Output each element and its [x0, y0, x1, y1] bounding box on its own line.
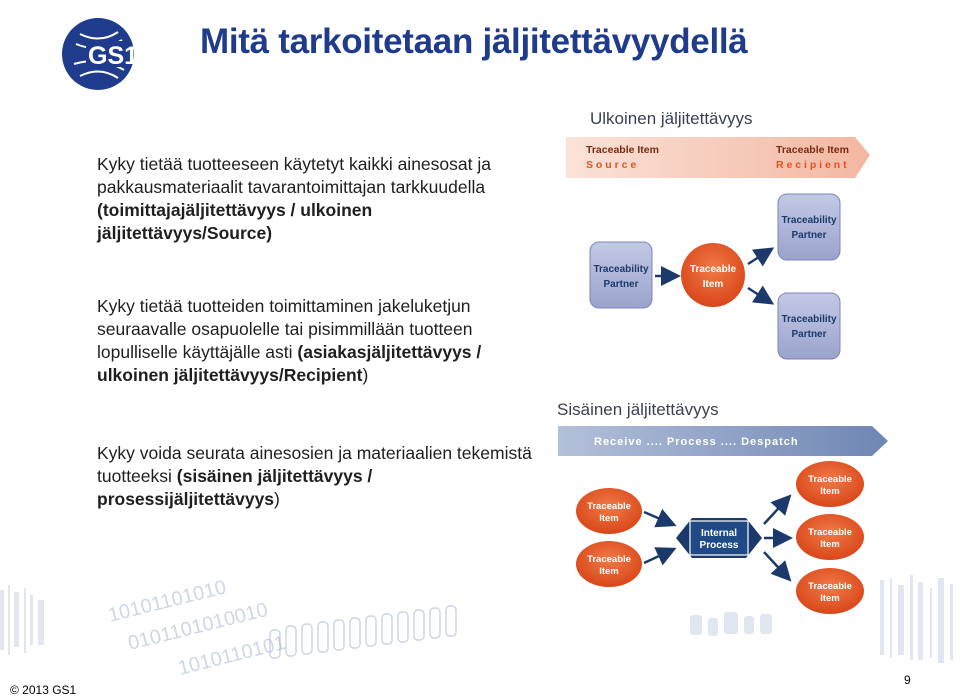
partner-box-right-bottom: Traceability Partner: [777, 292, 841, 360]
output-bottom-line1: Traceable: [808, 581, 852, 592]
item-circle-line2: Item: [703, 279, 724, 290]
gs1-logo: GS1: [62, 18, 138, 90]
partner-left-line2: Partner: [603, 279, 638, 290]
paragraph-source: Kyky tietää tuotteeseen käytetyt kaikki …: [97, 153, 537, 245]
paragraph-segment: ): [362, 365, 369, 385]
output-top-line1: Traceable: [808, 474, 852, 485]
paragraph-segment: Kyky tietää tuotteiden toimittaminen jak…: [97, 296, 473, 362]
input-top-line2: Item: [599, 513, 619, 524]
partner-box-left: Traceability Partner: [589, 241, 653, 309]
process-arrow-label: Receive .... Process .... Despatch: [594, 436, 799, 448]
paragraph-segment: Kyky voida seurata ainesosien ja materia…: [97, 443, 532, 486]
external-heading: Ulkoinen jäljitettävyys: [590, 109, 753, 128]
output-item-bottom: Traceable Item: [796, 568, 864, 614]
copyright-footer: © 2013 GS1: [10, 683, 77, 697]
partner-left-line1: Traceability: [593, 264, 648, 275]
paragraph-internal: Kyky voida seurata ainesosien ja materia…: [97, 442, 537, 511]
input-top-line1: Traceable: [587, 501, 631, 512]
traceability-diagrams: Ulkoinen jäljitettävyys Traceable Item S…: [557, 109, 888, 614]
output-item-middle: Traceable Item: [796, 514, 864, 560]
output-middle-line2: Item: [820, 539, 840, 550]
output-item-top: Traceable Item: [796, 461, 864, 507]
paragraph-segment: (asiakasjäljitettävyys / ulkoinen jäljit…: [97, 342, 482, 385]
paragraph-segment: (sisäinen jäljitettävyys / prosessijälji…: [97, 466, 373, 509]
paragraph-recipient: Kyky tietää tuotteiden toimittaminen jak…: [97, 295, 537, 387]
arrow-left-top-label: Traceable Item: [586, 144, 659, 156]
partner-right-bottom-line2: Partner: [791, 329, 826, 340]
arrow-recipient-label: R e c i p i e n t: [776, 159, 847, 171]
process-line2: Process: [700, 540, 739, 551]
output-bottom-line2: Item: [820, 593, 840, 604]
source-recipient-arrow: [566, 137, 870, 178]
slide-title: Mitä tarkoitetaan jäljitettävyydellä: [200, 22, 748, 61]
binary-barcode-background: 10101101010 0101101010010 1010110101: [0, 575, 953, 680]
internal-process-box: Internal Process: [676, 518, 762, 558]
traceable-item-circle: Traceable Item: [681, 243, 745, 307]
process-line1: Internal: [701, 528, 737, 539]
paragraph-segment: ): [274, 489, 280, 509]
paragraph-segment: (toimittajajäljitettävyys / ulkoinen jäl…: [97, 200, 373, 243]
internal-heading: Sisäinen jäljitettävyys: [557, 400, 719, 419]
page-number: 9: [904, 673, 911, 687]
input-bottom-line1: Traceable: [587, 554, 631, 565]
item-circle-line1: Traceable: [690, 264, 737, 275]
partner-box-right-top: Traceability Partner: [777, 193, 841, 261]
receive-process-despatch-arrow: [558, 426, 888, 456]
input-item-bottom: Traceable Item: [576, 541, 642, 587]
logo-lettering: GS1: [88, 42, 138, 70]
partner-right-top-line1: Traceability: [781, 215, 836, 226]
partner-right-bottom-line1: Traceability: [781, 314, 836, 325]
output-top-line2: Item: [820, 486, 840, 497]
partner-right-top-line2: Partner: [791, 230, 826, 241]
input-bottom-line2: Item: [599, 566, 619, 577]
paragraph-segment: Kyky tietää tuotteeseen käytetyt kaikki …: [97, 154, 491, 197]
arrow-source-label: S o u r c e: [586, 159, 636, 171]
input-item-top: Traceable Item: [576, 488, 642, 534]
output-middle-line1: Traceable: [808, 527, 852, 538]
arrow-right-top-label: Traceable Item: [776, 144, 849, 156]
